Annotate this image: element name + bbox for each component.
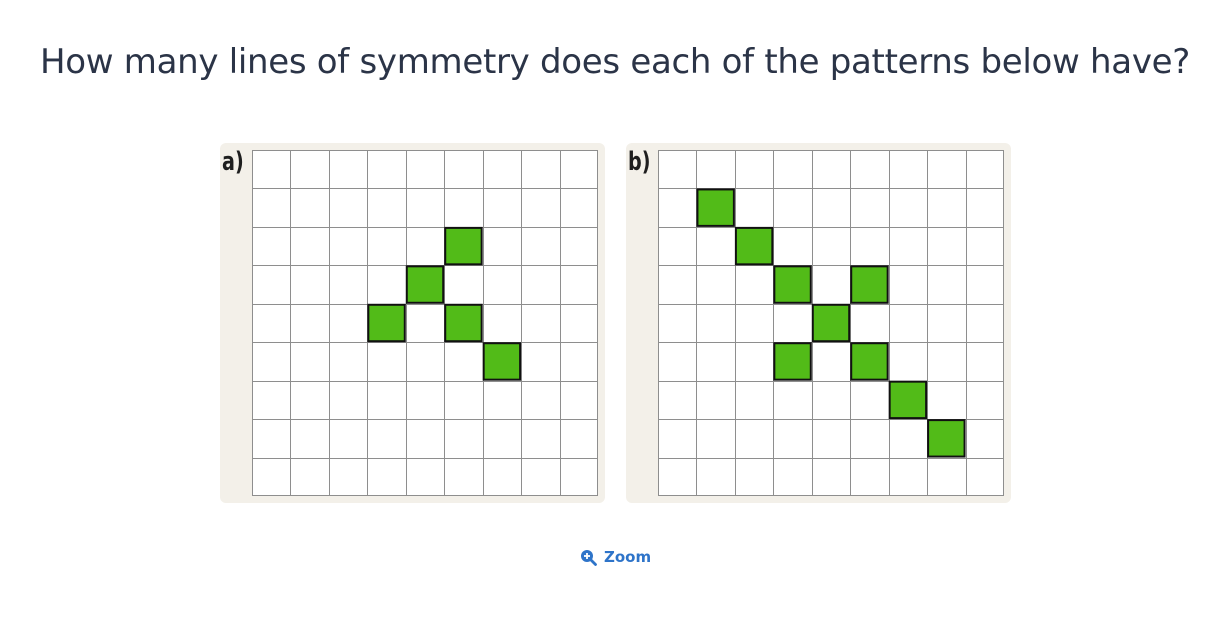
pattern-b-filled-cell	[811, 303, 851, 343]
pattern-a-filled-cell	[444, 303, 483, 343]
pattern-b-filled-cell	[734, 226, 774, 266]
pattern-a-filled-cell	[444, 226, 483, 266]
pattern-b-label: b)	[628, 147, 651, 177]
pattern-b-filled-cell	[773, 265, 812, 304]
question-text: How many lines of symmetry does each of …	[40, 42, 1190, 82]
pattern-b-filled-cell	[696, 188, 735, 227]
pattern-b-filled-cell	[850, 265, 889, 304]
pattern-a-grid	[252, 150, 598, 496]
zoom-button[interactable]: Zoom	[580, 548, 651, 566]
pattern-a-filled-cell	[367, 303, 406, 343]
zoom-in-icon	[581, 549, 597, 566]
pattern-b-panel: b)	[626, 143, 1011, 503]
pattern-a-label: a)	[222, 147, 244, 177]
pattern-a-filled-cell	[405, 265, 445, 304]
pattern-a-filled-cell	[482, 342, 522, 381]
pattern-b-filled-cell	[888, 380, 928, 420]
pattern-b-filled-cell	[850, 342, 889, 381]
zoom-label: Zoom	[604, 548, 652, 566]
pattern-b-grid	[658, 150, 1004, 496]
pattern-b-filled-cell	[773, 342, 812, 381]
pattern-b-filled-cell	[927, 419, 966, 458]
pattern-a-panel: a)	[220, 143, 605, 503]
